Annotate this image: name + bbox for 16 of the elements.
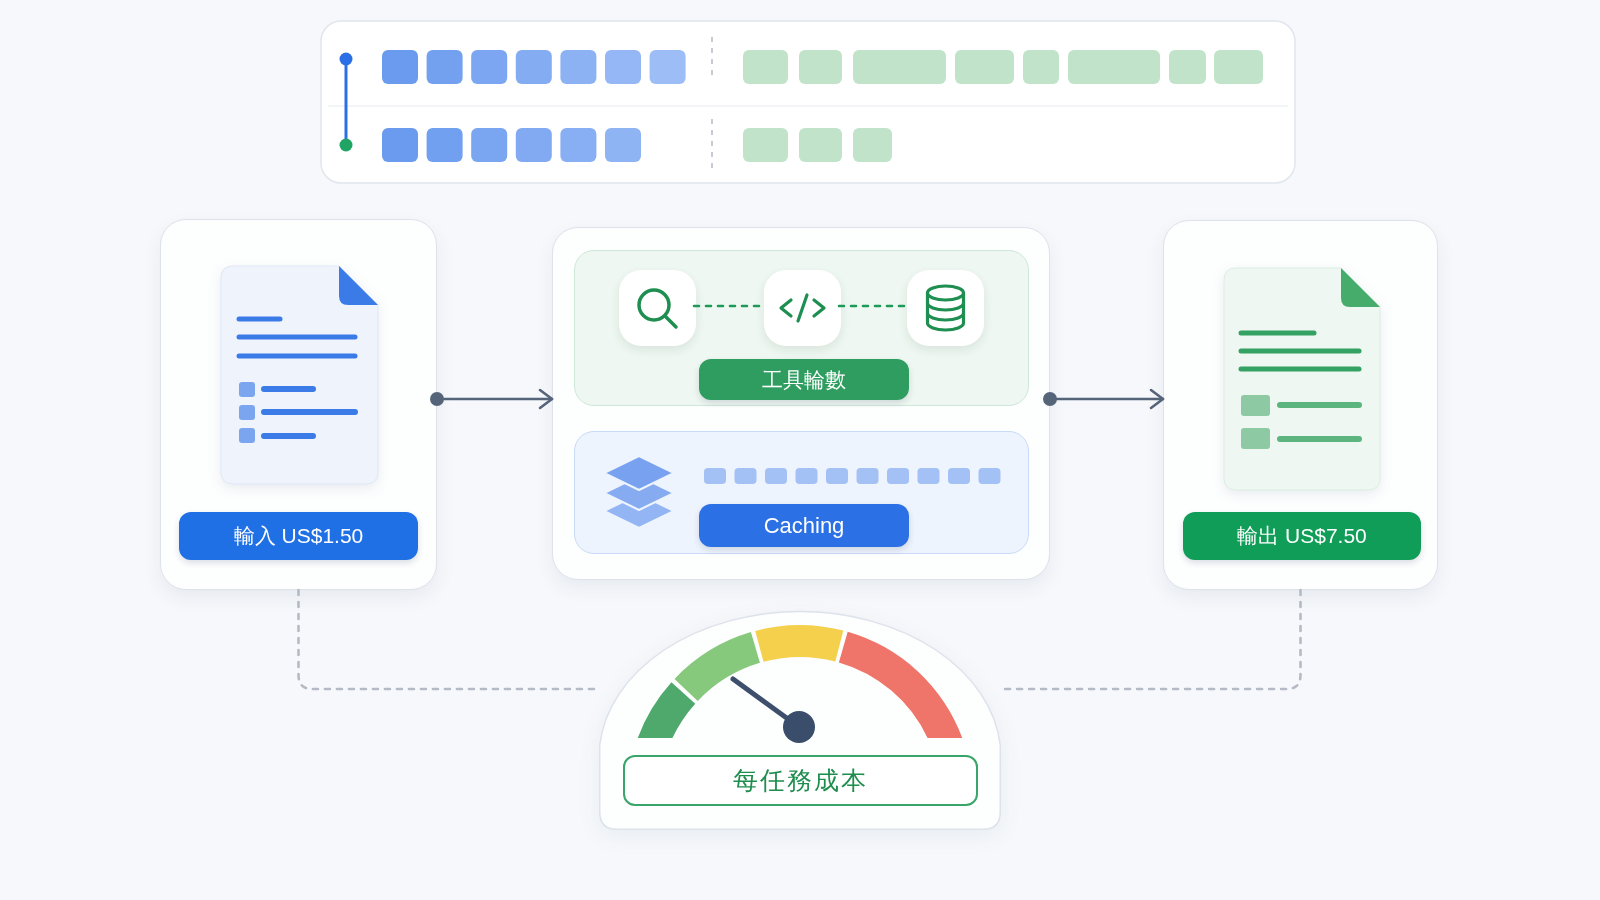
label-pill: 工具輪數 [699,359,909,400]
card [1163,220,1438,590]
label-box: 每任務成本 [623,755,978,806]
price-pill: 輸入 US$1.50 [179,512,418,560]
search-icon [619,270,696,346]
database-icon [907,270,984,346]
price-pill: 輸出 US$7.50 [1183,512,1421,560]
card [552,227,1050,580]
arrow [1043,388,1165,410]
label-pill: Caching [699,504,909,547]
dashed-line [837,304,907,308]
arrow [430,388,554,410]
tools-panel [574,250,1029,406]
card [160,219,437,590]
cache-panel [574,431,1029,554]
code-icon [764,270,841,346]
